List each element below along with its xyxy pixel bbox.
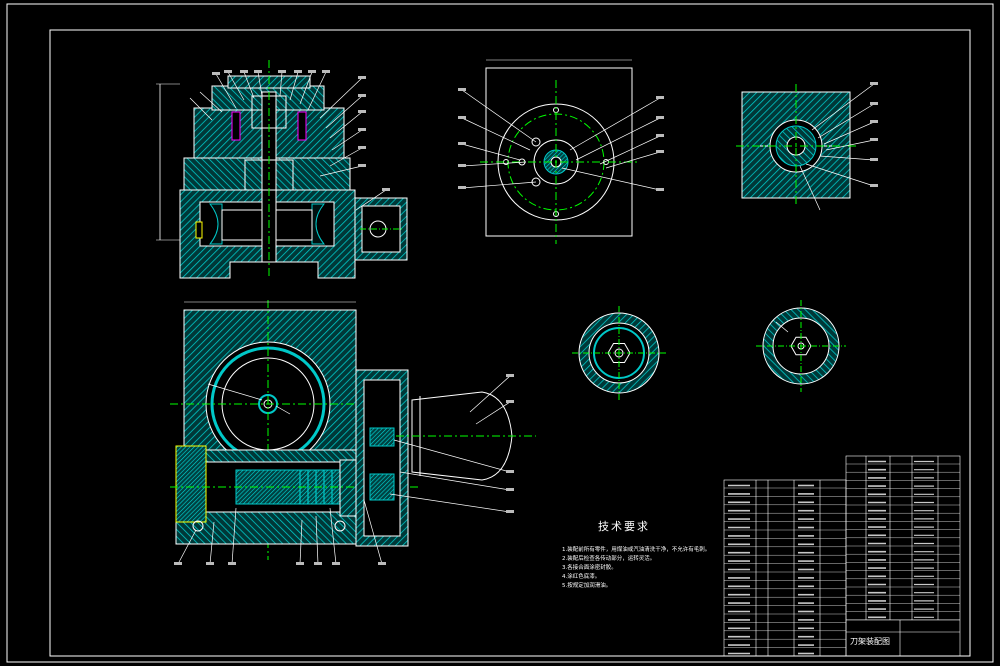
section-circle-2 <box>756 300 846 392</box>
item-balloon <box>382 188 390 191</box>
top-plan-view <box>461 59 661 244</box>
tech-note: 2.装配后检查各传动部分，运转灵活。 <box>562 554 655 562</box>
item-balloon <box>322 70 330 73</box>
item-balloon <box>378 562 386 565</box>
item-balloon <box>656 188 664 191</box>
item-balloon <box>870 158 878 161</box>
item-balloon <box>506 510 514 513</box>
section-circle-1 <box>572 306 666 400</box>
item-balloon <box>240 70 248 73</box>
item-balloon <box>296 562 304 565</box>
item-balloon <box>870 120 878 123</box>
item-balloon <box>458 116 466 119</box>
item-balloon <box>332 562 340 565</box>
lower-section-view <box>170 300 536 565</box>
item-balloon <box>206 562 214 565</box>
item-balloon <box>506 374 514 377</box>
item-balloon <box>458 142 466 145</box>
item-balloon <box>358 94 366 97</box>
item-balloon <box>458 88 466 91</box>
item-balloon <box>358 76 366 79</box>
item-balloon <box>506 400 514 403</box>
item-balloon <box>254 70 262 73</box>
item-balloon <box>656 150 664 153</box>
item-balloon <box>870 138 878 141</box>
item-balloon <box>224 70 232 73</box>
item-balloon <box>294 70 302 73</box>
item-balloon <box>358 110 366 113</box>
tech-requirements-title: 技术要求 <box>598 520 650 533</box>
item-balloon <box>458 164 466 167</box>
item-balloon <box>870 184 878 187</box>
item-balloons <box>174 70 878 565</box>
item-balloon <box>308 70 316 73</box>
item-balloon <box>174 562 182 565</box>
sheet-border <box>6 3 994 663</box>
item-balloon <box>228 562 236 565</box>
item-balloon <box>358 164 366 167</box>
title-block-name: 刀架装配图 <box>850 636 890 646</box>
parts-list-rows <box>724 460 960 657</box>
item-balloon <box>458 186 466 189</box>
item-balloon <box>656 116 664 119</box>
tech-note: 1.装配前所有零件，用煤油或汽油清洗干净，不允许有毛刺。 <box>562 545 710 553</box>
tech-requirements-list: 1.装配前所有零件，用煤油或汽油清洗干净，不允许有毛刺。 2.装配后检查各传动部… <box>562 545 710 589</box>
tech-note: 3.各接合面涂密封胶。 <box>562 563 617 571</box>
item-balloon <box>278 70 286 73</box>
item-balloon <box>212 72 220 75</box>
side-block-view <box>736 83 875 211</box>
item-balloon <box>506 488 514 491</box>
item-balloon <box>656 96 664 99</box>
tech-note: 4.涂红色底漆。 <box>562 572 600 580</box>
item-balloon <box>870 102 878 105</box>
item-balloon <box>358 146 366 149</box>
drawing-frame <box>49 29 971 657</box>
item-balloon <box>506 470 514 473</box>
tech-note: 5.按规定加润滑油。 <box>562 581 611 589</box>
item-balloon <box>358 128 366 131</box>
front-section-view <box>156 60 408 279</box>
item-balloon <box>870 82 878 85</box>
item-balloon <box>314 562 322 565</box>
item-balloon <box>656 134 664 137</box>
